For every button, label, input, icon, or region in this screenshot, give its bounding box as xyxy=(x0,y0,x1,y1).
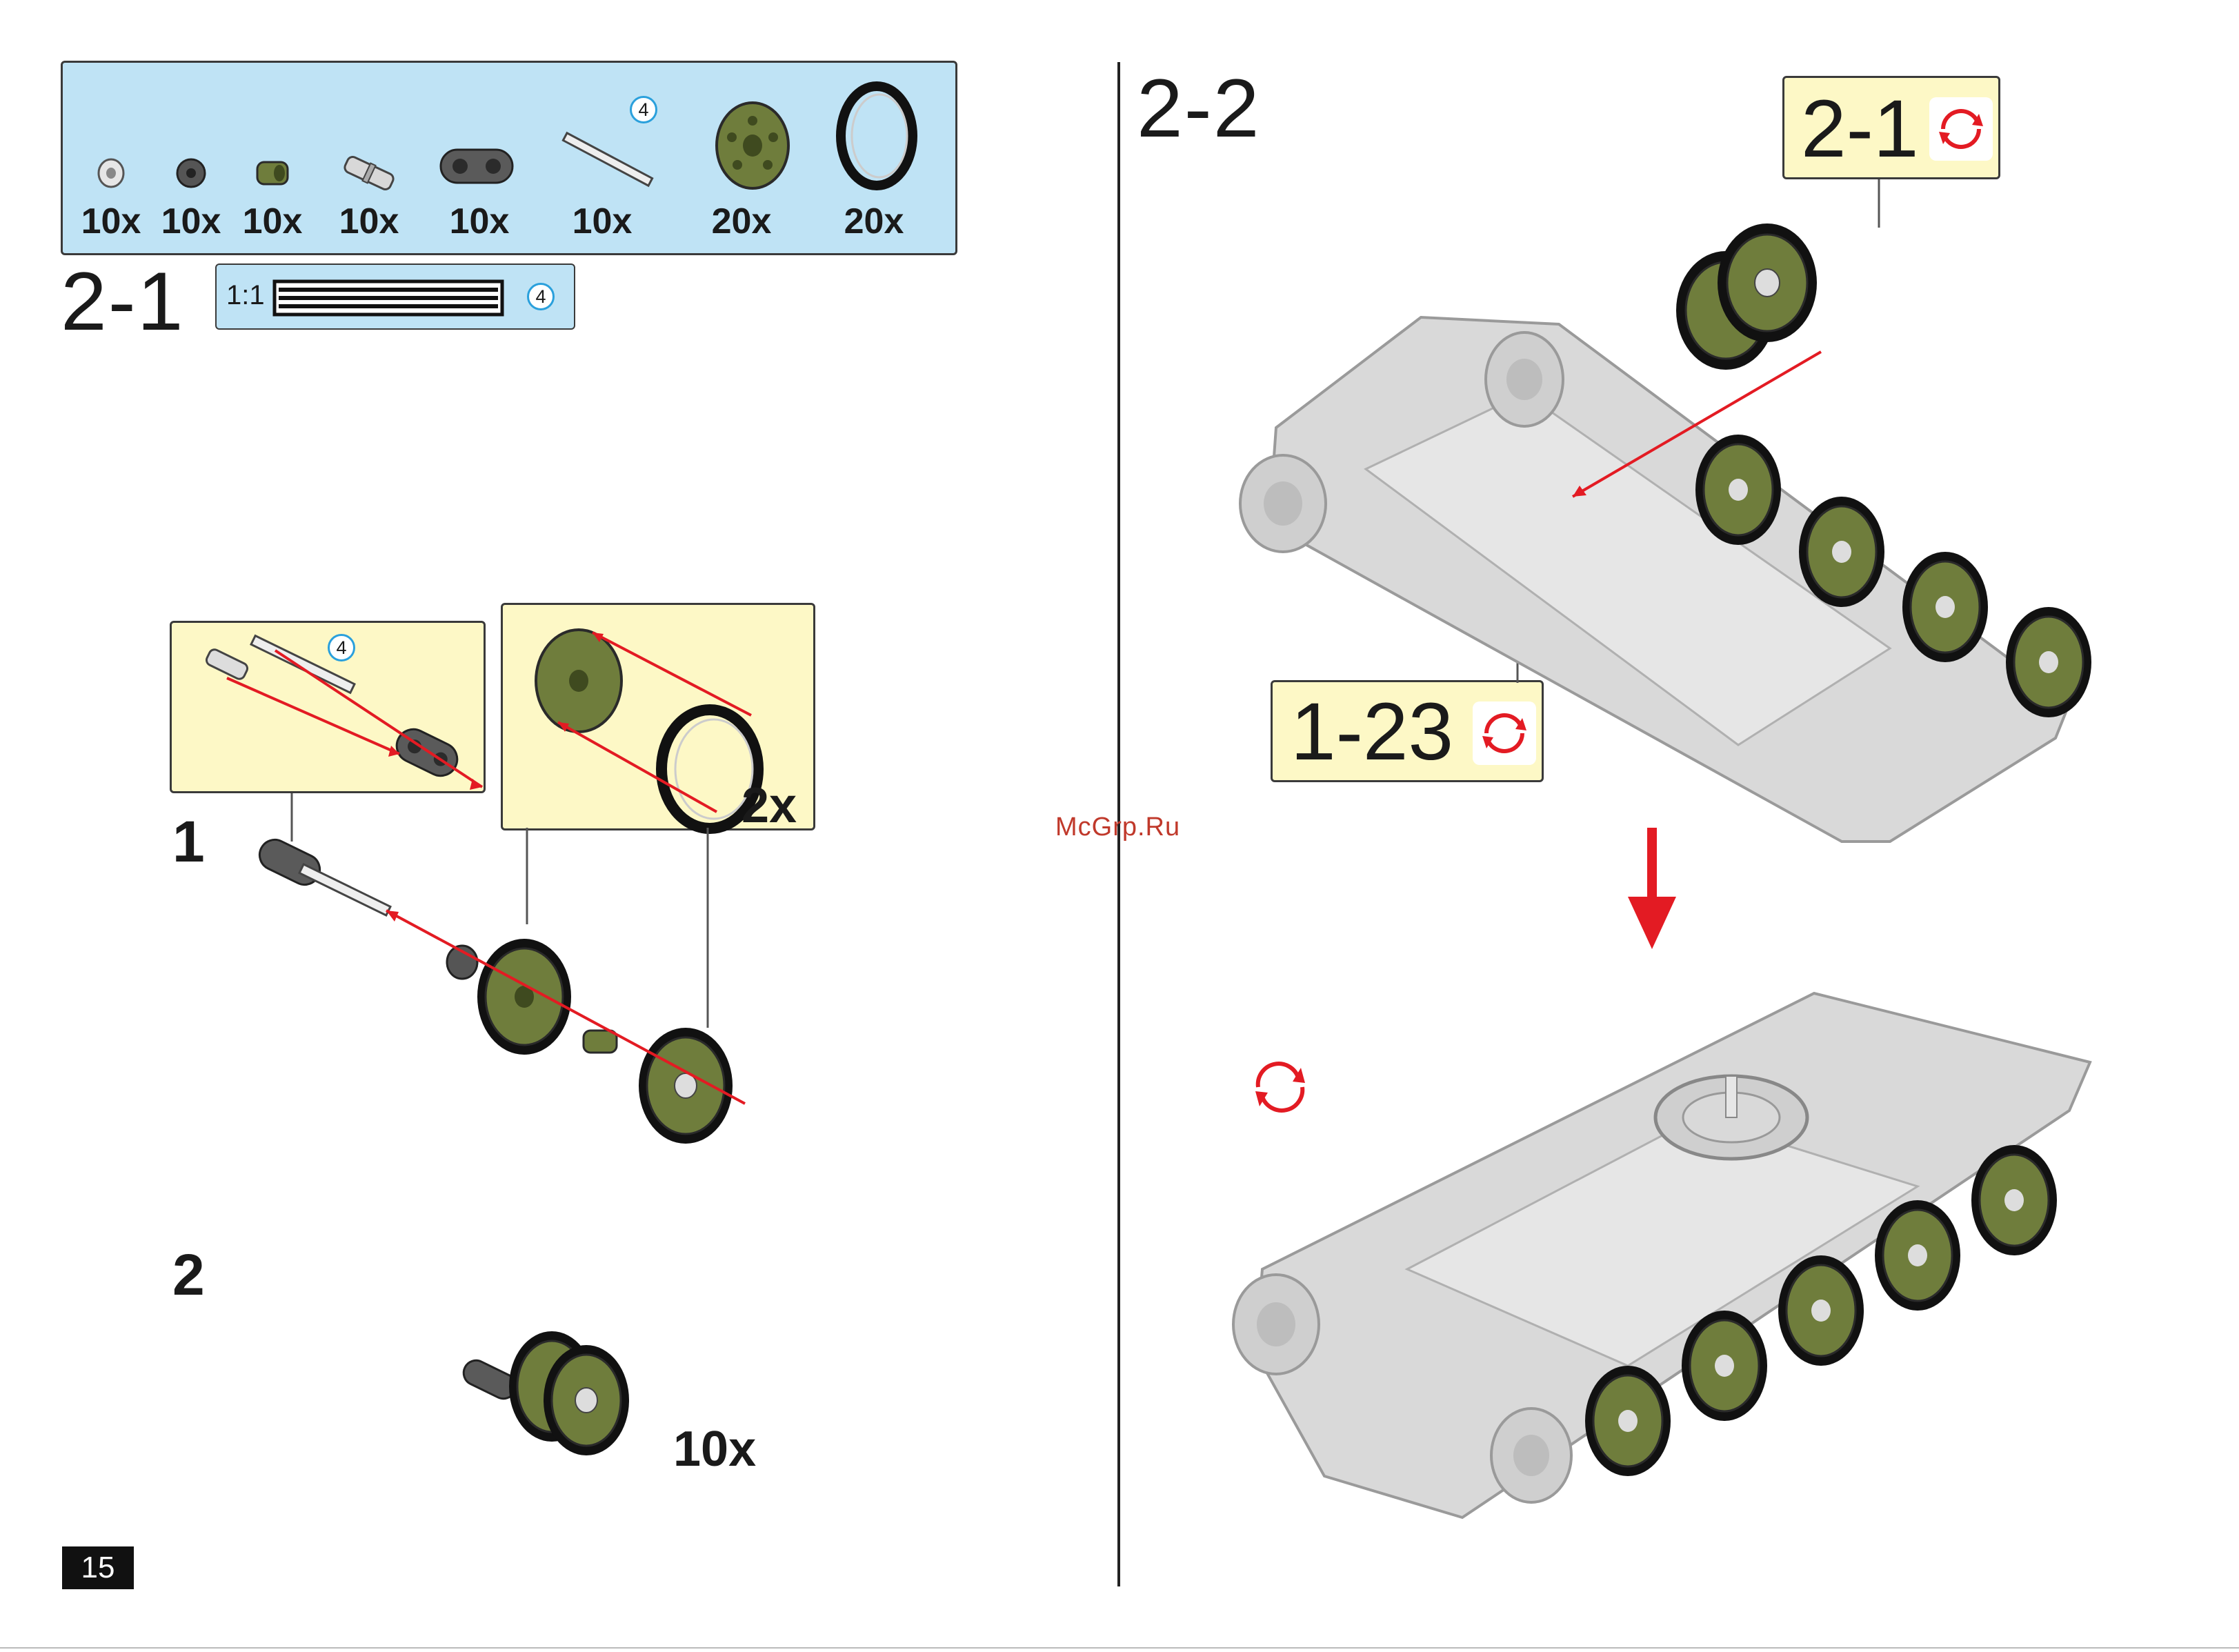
qty-connector-pin: 10x xyxy=(321,201,417,242)
watermark: McGrp.Ru xyxy=(1055,813,1180,842)
page-number: 15 xyxy=(62,1546,134,1589)
qty-beam: 10x xyxy=(431,201,528,242)
rotate-icon xyxy=(1929,97,1993,161)
substep1-number: 1 xyxy=(172,808,205,875)
drive-sprocket-icon xyxy=(1240,455,1326,552)
beam-2-dark-gray-icon xyxy=(441,150,513,183)
idler-sprocket-icon xyxy=(1486,332,1563,426)
axle-length-badge: 4 xyxy=(630,96,657,123)
chassis-completed-view xyxy=(1200,979,2097,1545)
rear-sprocket-icon xyxy=(1491,1409,1571,1502)
qty-bushing-green: 10x xyxy=(224,201,321,242)
chassis-top-view xyxy=(1200,179,2097,855)
bushing-dark-gray-icon xyxy=(177,159,205,187)
tire-black-icon xyxy=(841,86,913,186)
substep2-multiplier: 10x xyxy=(673,1421,756,1477)
bushing-light-gray-icon xyxy=(99,159,123,187)
axle-scale-icon xyxy=(272,280,513,316)
substep1-callout-pin-beam: 4 xyxy=(170,621,486,793)
bushing-green-icon xyxy=(257,162,288,184)
callout-axle-length-badge: 4 xyxy=(328,634,355,661)
ref-callout-2-1: 2-1 xyxy=(1782,76,2000,179)
down-arrow-icon xyxy=(1628,828,1676,952)
qty-wheel: 20x xyxy=(693,201,790,242)
wheel-green-icon xyxy=(717,103,788,188)
axle-4-icon xyxy=(563,133,652,186)
scale-label: 1:1 xyxy=(226,280,265,311)
step-label-2-2: 2-2 xyxy=(1137,61,1260,156)
scale-reference-box: 1:1 4 xyxy=(215,263,575,330)
qty-axle: 10x xyxy=(554,201,650,242)
substep2-wheel-assembly xyxy=(448,1311,655,1476)
front-sprocket-icon xyxy=(1233,1275,1319,1374)
parts-list-box: 4 10x 10x 10x 10x 10x 10x 20x 20x xyxy=(61,61,957,255)
qty-tire: 20x xyxy=(826,201,922,242)
connector-pin-icon xyxy=(342,154,395,192)
step-label-2-1: 2-1 xyxy=(61,254,184,349)
ref-step-2-1: 2-1 xyxy=(1801,82,1919,176)
substep2-number: 2 xyxy=(172,1242,205,1308)
substep1-exploded-assembly xyxy=(207,786,773,1173)
scale-axle-length-badge: 4 xyxy=(527,283,555,310)
turntable-gear-icon xyxy=(1655,1076,1807,1159)
page-bottom-rule xyxy=(0,1647,2239,1649)
